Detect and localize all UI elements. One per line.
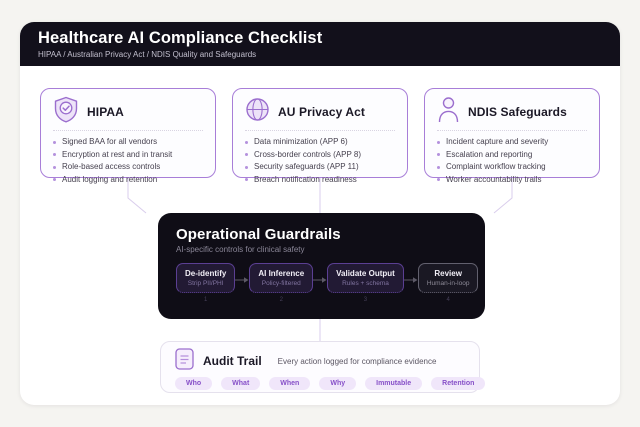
step-review: Review Human-in-loop 4: [417, 263, 479, 303]
chip-who: Who: [175, 377, 213, 390]
list-item: Cross-border controls (APP 8): [245, 149, 395, 162]
compliance-diagram-card: Healthcare AI Compliance Checklist HIPAA…: [20, 22, 620, 405]
globe-icon: [245, 97, 270, 127]
bullet-dot: [245, 165, 248, 169]
panel-title: Operational Guardrails: [176, 226, 341, 243]
bullet-dot: [53, 178, 56, 182]
arrow-right-icon: [313, 277, 327, 283]
chip-what: What: [221, 377, 261, 390]
bullet-dot: [53, 153, 56, 157]
bullet-dot: [437, 140, 440, 144]
step-number: 2: [279, 297, 283, 303]
panel-subtitle: AI-specific controls for clinical safety: [176, 245, 305, 254]
step-number: 1: [204, 297, 208, 303]
chip-why: Why: [319, 377, 357, 390]
arrow-right-icon: [235, 277, 249, 283]
page-subtitle: HIPAA / Australian Privacy Act / NDIS Qu…: [38, 50, 257, 59]
divider: [437, 130, 587, 131]
list-item: Encryption at rest and in transit: [53, 149, 203, 162]
step-subtitle: Strip PII/PHI: [187, 280, 224, 287]
list-item: Role-based access controls: [53, 161, 203, 174]
step-subtitle: Human-in-loop: [426, 280, 470, 287]
divider: [53, 130, 203, 131]
list-item: Breach notification readiness: [245, 174, 395, 187]
card-title-hipaa: HIPAA: [87, 104, 124, 119]
audit-trail-card: Audit Trail Every action logged for comp…: [160, 341, 486, 393]
arrow-right-icon: [403, 277, 418, 283]
shield-check-icon: [53, 96, 79, 128]
step-de-identify: De-identify Strip PII/PHI 1: [176, 263, 236, 303]
audit-trail-description: Every action logged for compliance evide…: [277, 356, 437, 366]
card-title-ndis: NDIS Safeguards: [468, 104, 567, 119]
list-item: Audit logging and retention: [53, 174, 203, 187]
bullet-dot: [245, 178, 248, 182]
ndis-checklist: Incident capture and severity Escalation…: [437, 136, 587, 186]
step-title: Review: [434, 269, 462, 278]
divider: [245, 130, 395, 131]
card-ndis: NDIS Safeguards Incident capture and sev…: [424, 88, 600, 184]
document-lines-icon: [175, 347, 194, 375]
card-title-au-privacy: AU Privacy Act: [278, 104, 365, 119]
page-title: Healthcare AI Compliance Checklist: [38, 29, 323, 47]
card-hipaa: HIPAA Signed BAA for all vendors Encrypt…: [40, 88, 216, 184]
person-icon: [437, 96, 460, 127]
regulation-cards-row: HIPAA Signed BAA for all vendors Encrypt…: [40, 88, 600, 184]
list-item: Incident capture and severity: [437, 136, 587, 149]
chip-when: When: [269, 377, 311, 390]
step-number: 4: [446, 297, 450, 303]
bullet-dot: [53, 140, 56, 144]
step-ai-inference: AI Inference Policy-filtered 2: [249, 263, 314, 303]
list-item: Signed BAA for all vendors: [53, 136, 203, 149]
audit-chips-row: Who What When Why Immutable Retention: [175, 377, 486, 390]
pipeline-steps: De-identify Strip PII/PHI 1 AI Inference…: [176, 263, 479, 303]
step-title: De-identify: [185, 269, 227, 278]
bullet-dot: [245, 153, 248, 157]
list-item: Complaint workflow tracking: [437, 161, 587, 174]
bullet-dot: [437, 153, 440, 157]
bullet-dot: [245, 140, 248, 144]
step-subtitle: Rules + schema: [342, 280, 389, 287]
au-privacy-checklist: Data minimization (APP 6) Cross-border c…: [245, 136, 395, 186]
chip-immutable: Immutable: [365, 377, 423, 390]
list-item: Security safeguards (APP 11): [245, 161, 395, 174]
step-subtitle: Policy-filtered: [261, 280, 301, 287]
step-title: Validate Output: [336, 269, 395, 278]
step-validate-output: Validate Output Rules + schema 3: [327, 263, 404, 303]
audit-trail-title: Audit Trail: [203, 354, 262, 368]
list-item: Escalation and reporting: [437, 149, 587, 162]
chip-retention: Retention: [431, 377, 486, 390]
hipaa-checklist: Signed BAA for all vendors Encryption at…: [53, 136, 203, 186]
step-title: AI Inference: [258, 269, 305, 278]
bullet-dot: [53, 165, 56, 169]
card-au-privacy: AU Privacy Act Data minimization (APP 6)…: [232, 88, 408, 184]
bullet-dot: [437, 178, 440, 182]
bullet-dot: [437, 165, 440, 169]
list-item: Worker accountability trails: [437, 174, 587, 187]
operational-guardrails-panel: Operational Guardrails AI-specific contr…: [158, 213, 485, 319]
header: Healthcare AI Compliance Checklist HIPAA…: [20, 22, 620, 66]
list-item: Data minimization (APP 6): [245, 136, 395, 149]
step-number: 3: [363, 297, 368, 303]
